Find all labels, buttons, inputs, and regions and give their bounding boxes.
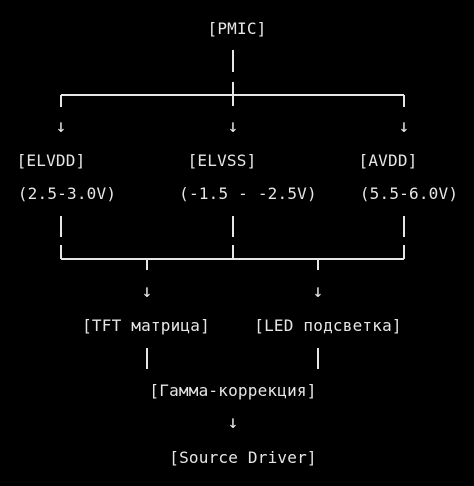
arrow-to-elvdd: ↓ [55, 116, 67, 137]
arrow-to-source-driver: ↓ [227, 412, 239, 433]
tft-matrix-node: [TFT матрица] [82, 316, 210, 335]
avdd-voltage-range: (5.5-6.0V) [359, 184, 459, 203]
avdd-node: [AVDD] [358, 151, 418, 170]
led-backlight-node: [LED подсветка] [254, 316, 402, 335]
arrow-to-tft: ↓ [141, 281, 153, 302]
pmic-node: [PMIC] [207, 19, 267, 38]
elvss-voltage-range: (-1.5 - -2.5V) [179, 184, 317, 203]
source-driver-node: [Source Driver] [169, 448, 317, 467]
elvdd-voltage-range: (2.5-3.0V) [17, 184, 117, 203]
elvss-node: [ELVSS] [187, 151, 257, 170]
arrow-to-elvss: ↓ [227, 116, 239, 137]
elvdd-node: [ELVDD] [16, 151, 86, 170]
gamma-correction-node: [Гамма-коррекция] [149, 381, 317, 400]
arrow-to-led: ↓ [312, 281, 324, 302]
arrow-to-avdd: ↓ [398, 116, 410, 137]
